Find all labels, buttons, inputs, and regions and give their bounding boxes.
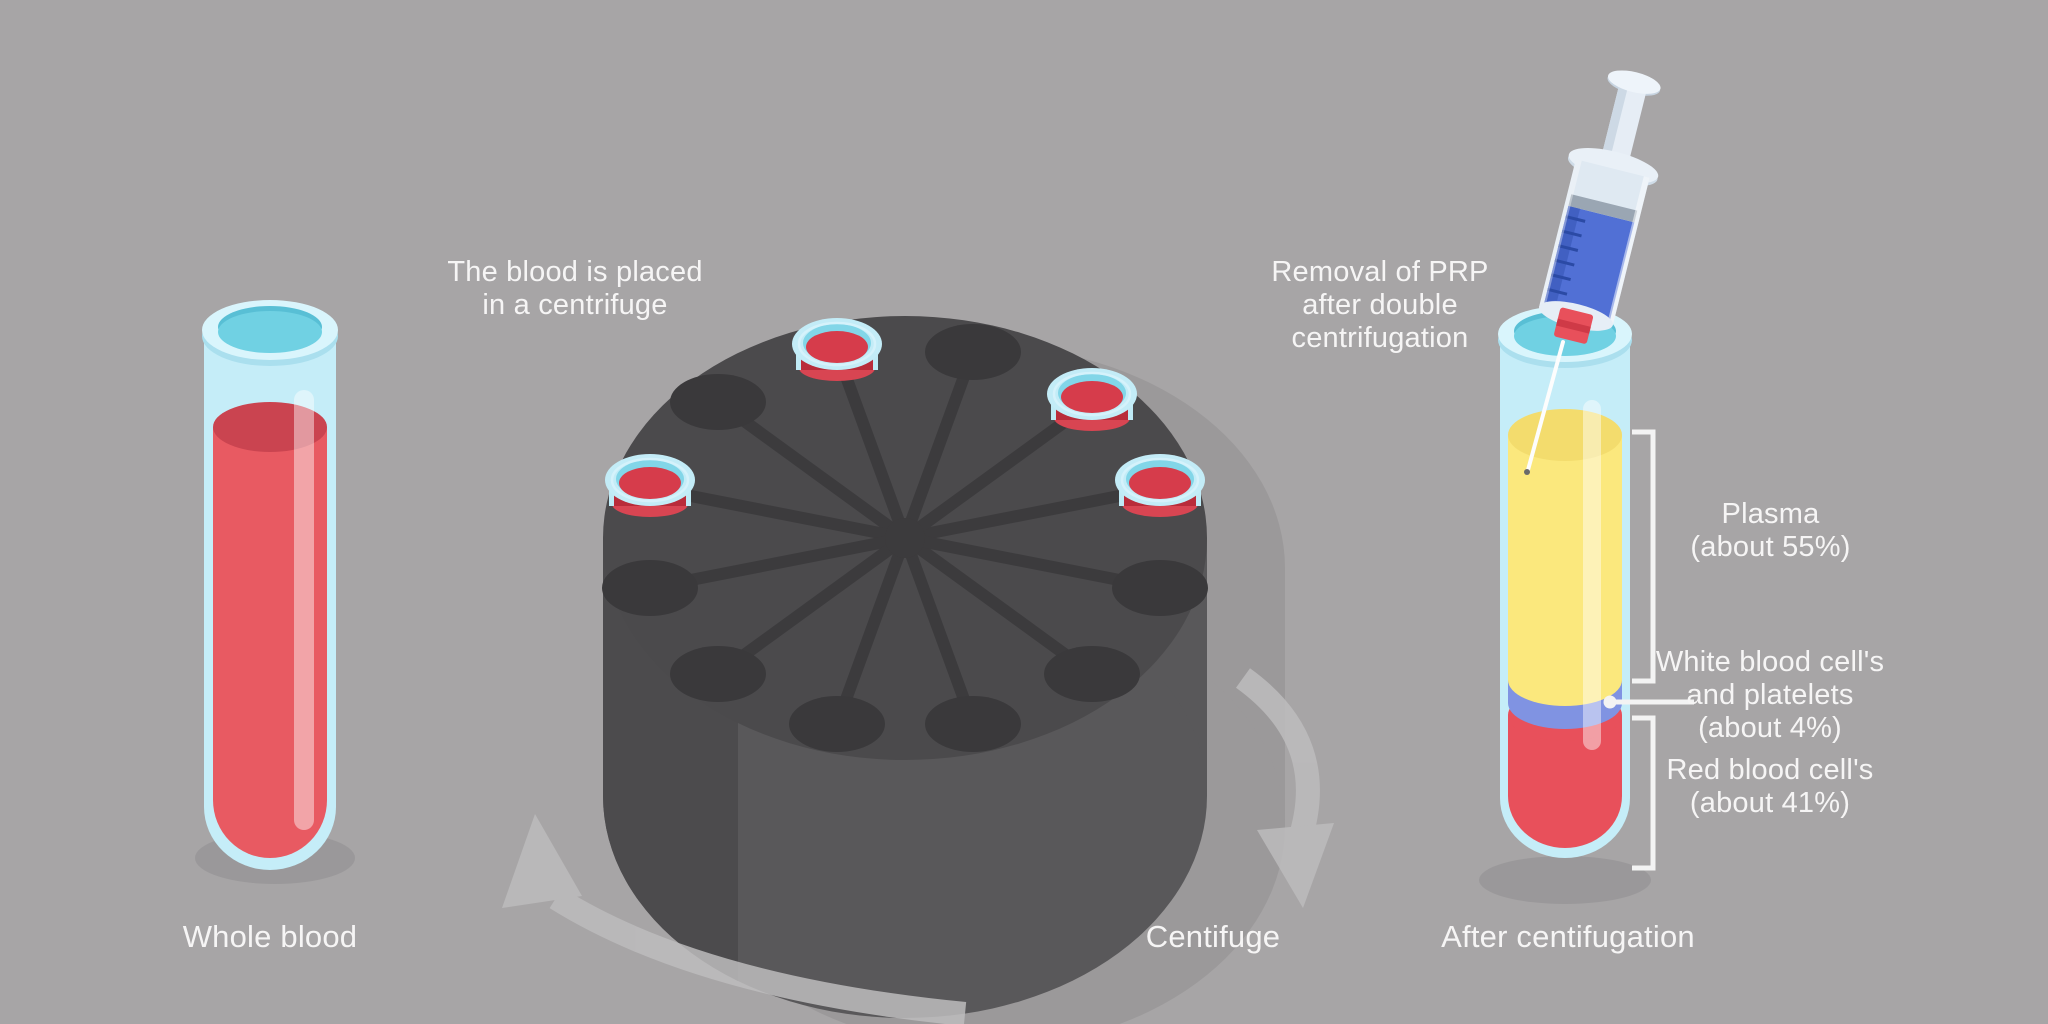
centrifuge-tube	[605, 454, 695, 517]
plasma-layer	[1508, 409, 1622, 706]
centrifuge	[502, 316, 1334, 1024]
slot-empty	[670, 374, 766, 430]
rotation-arrow-left	[502, 814, 967, 1024]
slot-empty	[1112, 560, 1208, 616]
whole-blood-caption: Whole blood	[182, 919, 358, 954]
slot-empty	[602, 560, 698, 616]
tube-shadow	[1479, 856, 1651, 904]
slot-empty	[925, 324, 1021, 380]
syringe-hub	[1554, 307, 1594, 344]
after-centrifugation-tube	[1479, 70, 1694, 904]
rbc-bracket	[1632, 715, 1656, 871]
rotor-empty-slots	[602, 324, 1208, 752]
red-blood-cells-label: Red blood cell's (about 41%)	[1666, 754, 1874, 819]
syringe	[1538, 70, 1661, 344]
centrifuge-tube	[1047, 368, 1137, 431]
slot-empty	[670, 646, 766, 702]
after-centrifugation-caption: After centifugation	[1441, 919, 1695, 954]
slot-empty	[1044, 646, 1140, 702]
glass-highlight	[1583, 400, 1601, 750]
glass-highlight	[294, 390, 314, 830]
plasma-label: Plasma (about 55%)	[1690, 498, 1851, 563]
slot-empty	[925, 696, 1021, 752]
tube-rim	[202, 300, 338, 366]
blood-fill	[213, 402, 327, 858]
syringe-barrel	[1538, 148, 1659, 331]
rotor-hub	[885, 518, 925, 558]
needle	[1524, 340, 1565, 475]
removal-note: Removal of PRP after double centrifugati…	[1271, 256, 1489, 354]
white-blood-cells-label: White blood cell's and platelets (about …	[1655, 646, 1885, 744]
rotation-arrow-right	[1235, 668, 1334, 908]
buffy-coat-pointer	[1603, 695, 1694, 709]
centrifuge-tube	[1115, 454, 1205, 517]
centrifuge-caption: Centifuge	[1145, 919, 1281, 954]
whole-blood-tube	[195, 300, 355, 884]
plasma-bracket	[1632, 429, 1656, 684]
centrifuge-tube	[792, 318, 882, 381]
centrifuge-note: The blood is placed in a centrifuge	[447, 256, 703, 321]
graduation-marks	[1547, 215, 1586, 296]
slot-empty	[789, 696, 885, 752]
